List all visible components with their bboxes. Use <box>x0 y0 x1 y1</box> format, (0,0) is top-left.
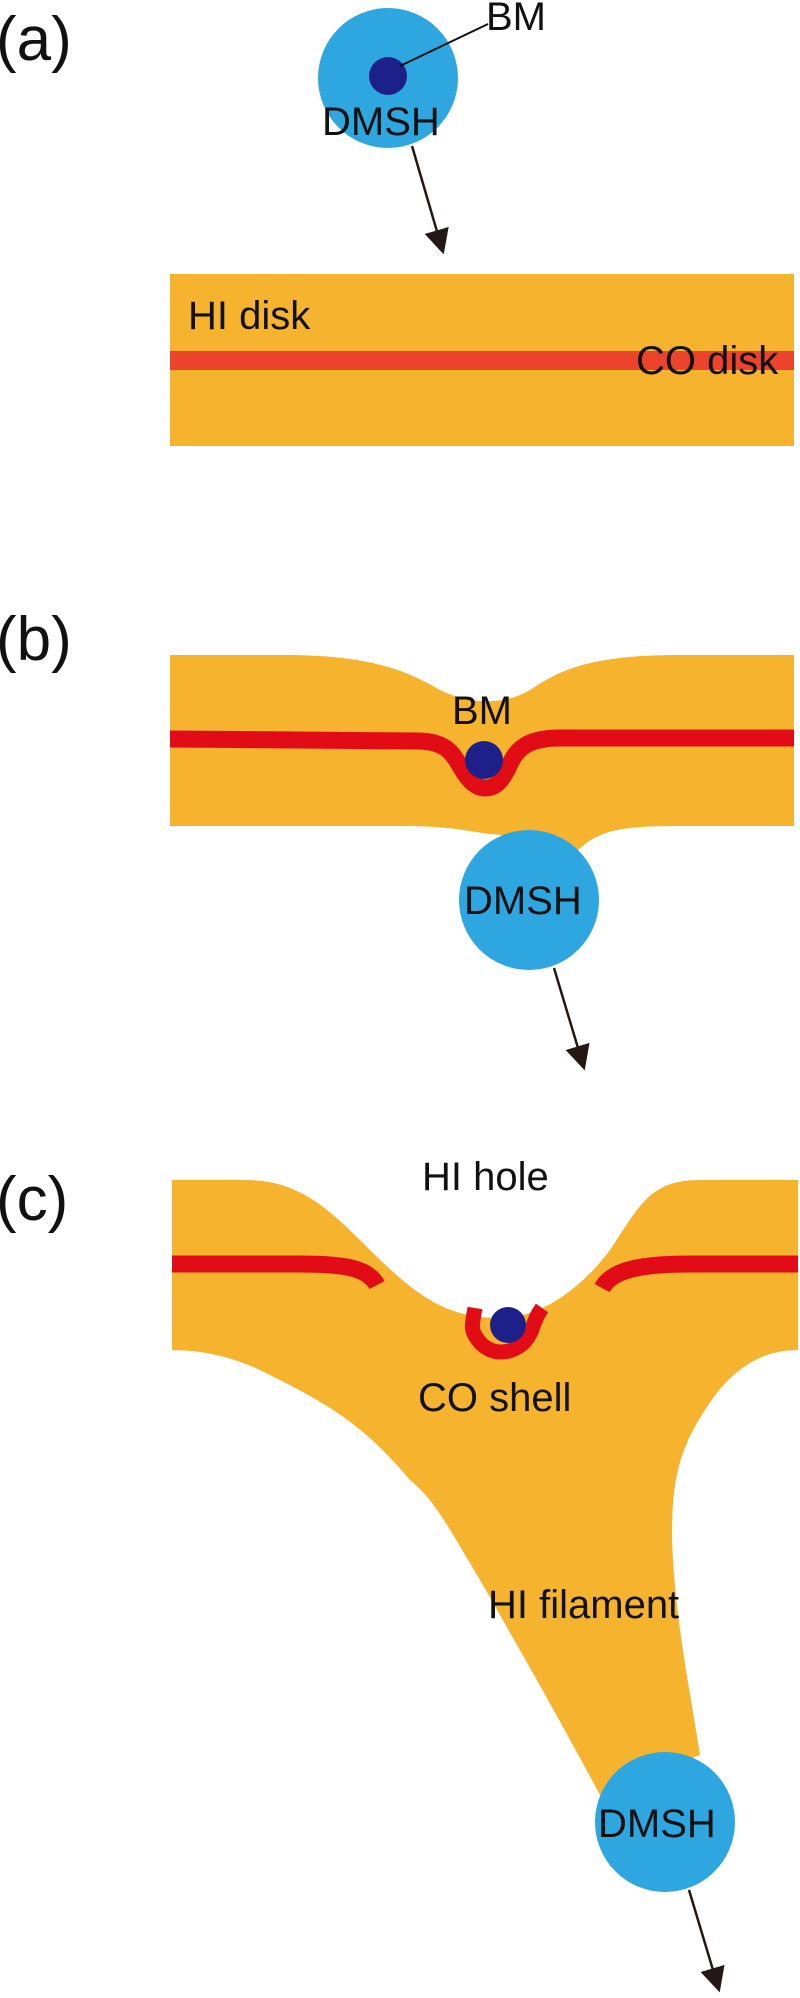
panel-b: (b) BM DMSH <box>0 605 794 1071</box>
hi-filament-label: HI filament <box>488 1583 679 1627</box>
dmsh-label: DMSH <box>464 879 582 923</box>
hi-gas-filament <box>172 1180 798 1795</box>
panel-a-label: (a) <box>0 5 72 74</box>
panel-b-label: (b) <box>0 605 72 674</box>
panel-c: (c) HI hole CO shell HI filament DMSH <box>0 1155 798 1993</box>
bm-label: BM <box>486 0 546 39</box>
motion-arrow <box>410 145 449 255</box>
panel-a: (a) BM DMSH HI disk CO disk <box>0 0 794 446</box>
co-disk <box>170 351 794 370</box>
co-layer-right <box>594 1255 798 1293</box>
co-layer-left <box>172 1255 385 1290</box>
dmsh-label: DMSH <box>598 1802 716 1846</box>
bm-dot <box>490 1307 526 1343</box>
co-shell <box>464 1303 549 1360</box>
bm-dot <box>369 57 407 95</box>
bm-dot <box>465 741 503 779</box>
co-disk-label: CO disk <box>636 339 779 383</box>
co-layer-bent <box>169 729 794 797</box>
motion-arrow <box>552 967 590 1071</box>
hi-disk-label: HI disk <box>188 294 311 338</box>
co-shell-label: CO shell <box>418 1376 571 1420</box>
hi-hole-label: HI hole <box>422 1155 549 1199</box>
dmsh-circle <box>459 830 599 970</box>
bm-leader-line <box>399 23 489 67</box>
dmsh-circle <box>595 1752 735 1892</box>
motion-arrow <box>687 1889 725 1993</box>
dmsh-label: DMSH <box>322 100 440 144</box>
bm-label: BM <box>452 689 512 733</box>
panel-c-label: (c) <box>0 1165 68 1234</box>
